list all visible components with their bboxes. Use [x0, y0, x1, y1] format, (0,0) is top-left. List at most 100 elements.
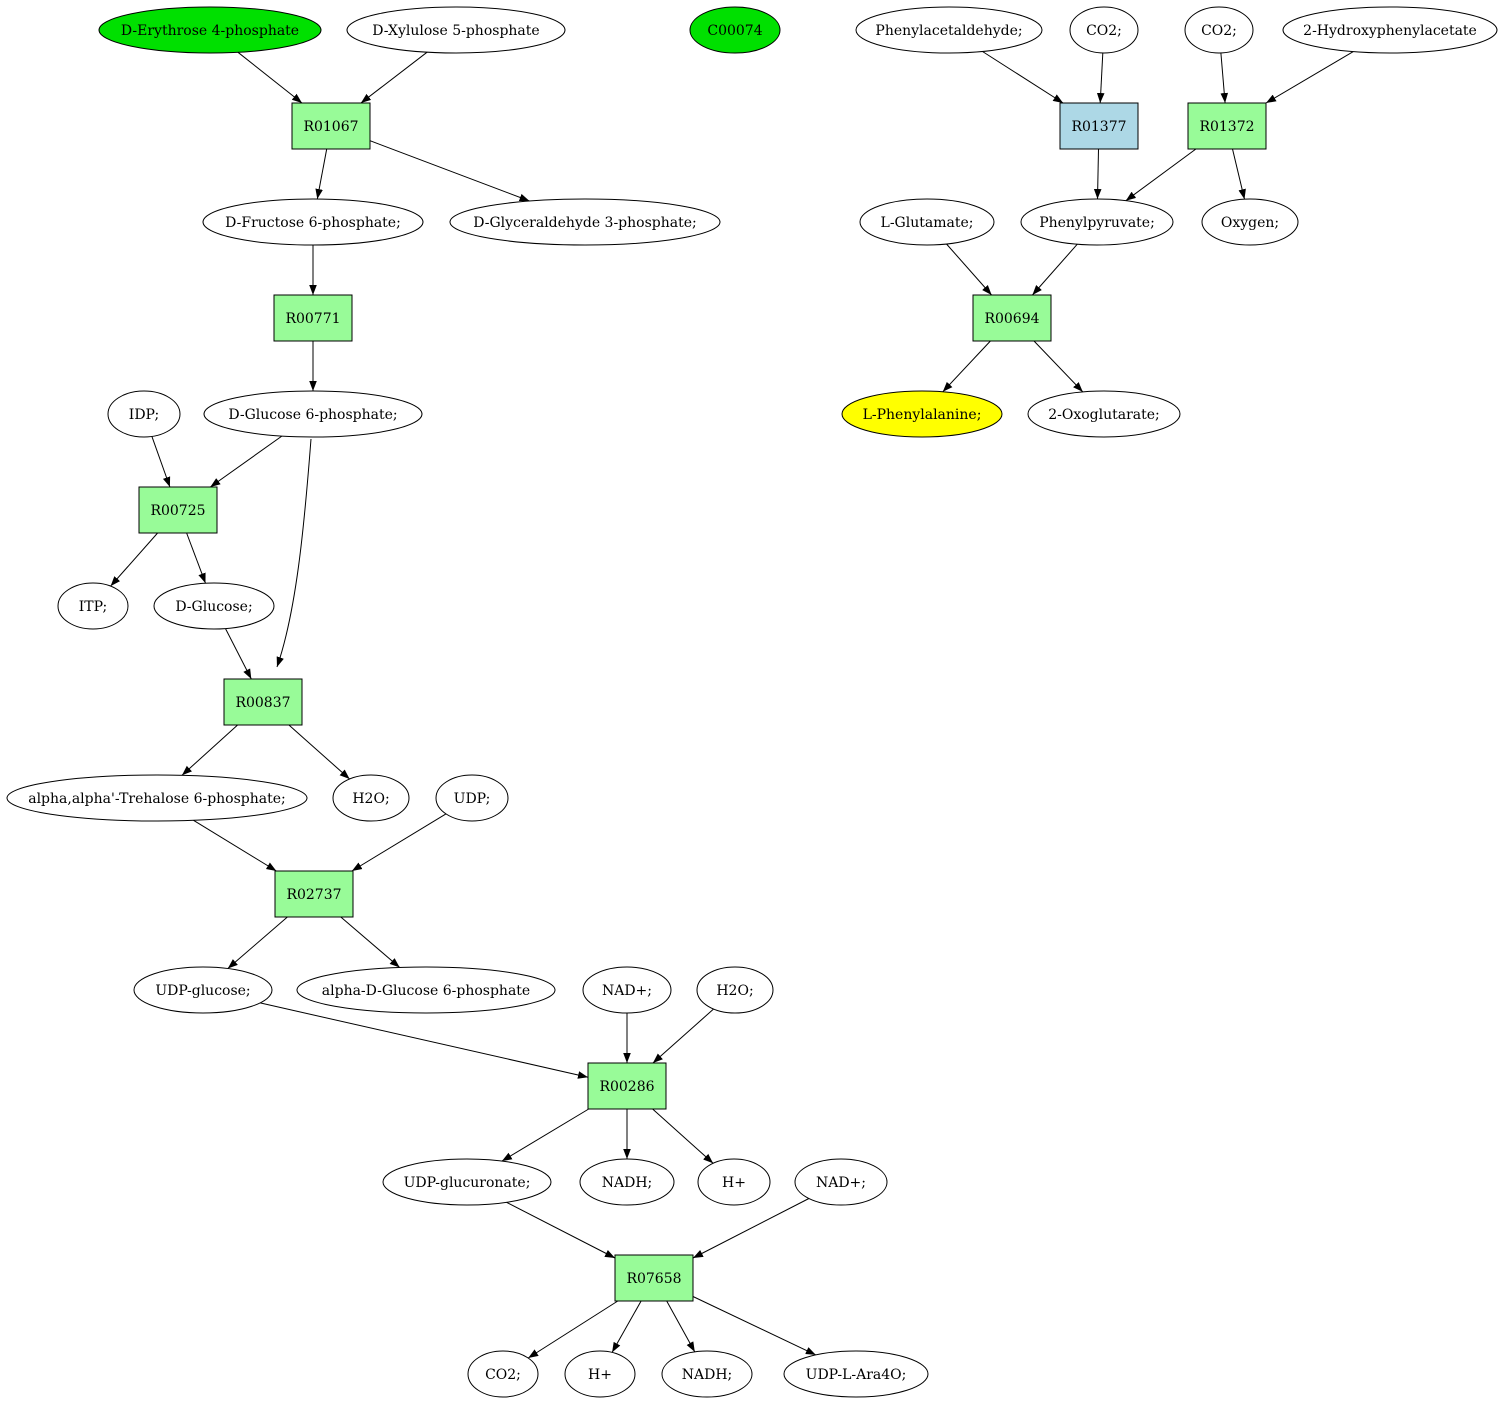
node-label: D-Fructose 6-phosphate; — [225, 215, 401, 231]
reaction-box — [1059, 102, 1139, 150]
compound-node-erythrose4p[interactable]: D-Erythrose 4-phosphate — [98, 6, 322, 54]
compound-node-hplus_b[interactable]: H+ — [564, 1350, 636, 1398]
node-label: C00074 — [707, 23, 762, 39]
compound-node-co2_b[interactable]: CO2; — [1184, 6, 1254, 54]
reaction-node-r00694[interactable]: R00694 — [972, 294, 1052, 342]
compound-ellipse — [1282, 6, 1498, 54]
compound-ellipse — [1201, 198, 1299, 246]
compound-node-oxygen[interactable]: Oxygen; — [1201, 198, 1299, 246]
node-label: R00771 — [285, 311, 340, 327]
reaction-box — [1187, 102, 1267, 150]
node-label: H2O; — [352, 791, 389, 807]
reaction-node-r00837[interactable]: R00837 — [223, 678, 303, 726]
compound-ellipse — [564, 1350, 636, 1398]
edge-udpglucuronate-to-r07658 — [506, 1201, 616, 1259]
compound-node-glucose[interactable]: D-Glucose; — [153, 582, 275, 630]
compound-node-oxoglutarate[interactable]: 2-Oxoglutarate; — [1027, 390, 1181, 438]
compound-node-fructose6p[interactable]: D-Fructose 6-phosphate; — [202, 198, 424, 246]
compound-ellipse — [107, 390, 181, 438]
edge-co2_b-to-r01372 — [1220, 52, 1229, 104]
compound-node-itp[interactable]: ITP; — [57, 582, 129, 630]
compound-node-nad_a[interactable]: NAD+; — [582, 966, 672, 1014]
node-label: NADH; — [602, 1175, 653, 1191]
edge-r01377-to-phenylpyruvate — [1093, 148, 1102, 200]
edge-glucose6p-to-r00837 — [276, 438, 312, 668]
reaction-node-r01372[interactable]: R01372 — [1187, 102, 1267, 150]
compound-node-nad_b[interactable]: NAD+; — [794, 1158, 888, 1206]
compound-ellipse — [202, 198, 424, 246]
compound-node-co2_c[interactable]: CO2; — [467, 1350, 539, 1398]
edge-r01372-to-phenylpyruvate — [1125, 148, 1197, 202]
node-label: R01377 — [1071, 119, 1126, 135]
edge-r00837-to-h2o_a — [288, 724, 350, 780]
edge-r01372-to-oxygen — [1232, 148, 1246, 200]
compound-node-glyceraldehyde3p[interactable]: D-Glyceraldehyde 3-phosphate; — [449, 198, 721, 246]
compound-node-udparaa4o[interactable]: UDP-L-Ara4O; — [783, 1350, 929, 1398]
node-label: UDP-L-Ara4O; — [806, 1367, 907, 1383]
node-label: R00837 — [235, 695, 290, 711]
compound-node-udpglucose[interactable]: UDP-glucose; — [133, 966, 273, 1014]
compound-node-hydroxyphenylacetate[interactable]: 2-Hydroxyphenylacetate — [1282, 6, 1498, 54]
compound-node-xylulose5p[interactable]: D-Xylulose 5-phosphate — [346, 6, 566, 54]
compound-ellipse — [449, 198, 721, 246]
compound-node-h2o_b[interactable]: H2O; — [696, 966, 774, 1014]
compound-ellipse — [1069, 6, 1139, 54]
compound-ellipse — [859, 198, 995, 246]
compound-ellipse — [382, 1158, 552, 1206]
node-label: D-Xylulose 5-phosphate — [372, 23, 539, 39]
reaction-node-r07658[interactable]: R07658 — [614, 1254, 694, 1302]
compound-node-idp[interactable]: IDP; — [107, 390, 181, 438]
compound-node-glutamate[interactable]: L-Glutamate; — [859, 198, 995, 246]
node-label: UDP-glucose; — [155, 983, 250, 999]
compound-node-hplus_a[interactable]: H+ — [697, 1158, 771, 1206]
compound-node-c00074[interactable]: C00074 — [689, 6, 781, 54]
compound-node-nadh_a[interactable]: NADH; — [579, 1158, 675, 1206]
edge-trehalose6p-to-r02737 — [193, 819, 277, 872]
compound-ellipse — [203, 390, 423, 438]
compound-node-phenylpyruvate[interactable]: Phenylpyruvate; — [1020, 198, 1174, 246]
reaction-node-r00771[interactable]: R00771 — [273, 294, 353, 342]
compound-node-co2_a[interactable]: CO2; — [1069, 6, 1139, 54]
compound-ellipse — [57, 582, 129, 630]
compound-node-nadh_b[interactable]: NADH; — [661, 1350, 753, 1398]
edge-layer — [110, 51, 1354, 1359]
compound-node-udp[interactable]: UDP; — [435, 774, 509, 822]
compound-node-udpglucuronate[interactable]: UDP-glucuronate; — [382, 1158, 552, 1206]
reaction-node-r00286[interactable]: R00286 — [587, 1062, 667, 1110]
node-label: Oxygen; — [1221, 215, 1279, 231]
edge-r07658-to-hplus_b — [611, 1300, 642, 1353]
edge-r00725-to-itp — [110, 532, 158, 587]
compound-node-phenylacetaldehyde[interactable]: Phenylacetaldehyde; — [855, 6, 1043, 54]
compound-ellipse — [1020, 198, 1174, 246]
node-label: 2-Oxoglutarate; — [1048, 407, 1160, 423]
edge-hydroxyphenylacetate-to-r01372 — [1265, 51, 1354, 104]
node-label: H+ — [588, 1367, 612, 1383]
reaction-node-r01067[interactable]: R01067 — [291, 102, 371, 150]
edge-r02737-to-alphaglucose6p — [340, 916, 401, 968]
edge-r00837-to-trehalose6p — [181, 724, 238, 776]
node-label: NAD+; — [816, 1175, 866, 1191]
node-label: ITP; — [79, 599, 108, 615]
node-label: D-Erythrose 4-phosphate — [121, 23, 299, 39]
compound-node-glucose6p[interactable]: D-Glucose 6-phosphate; — [203, 390, 423, 438]
compound-ellipse — [841, 390, 1003, 438]
compound-ellipse — [1027, 390, 1181, 438]
node-label: UDP-glucuronate; — [404, 1175, 531, 1191]
node-label: 2-Hydroxyphenylacetate — [1303, 23, 1477, 39]
reaction-box — [138, 486, 218, 534]
edge-r07658-to-nadh_b — [666, 1300, 696, 1353]
compound-ellipse — [467, 1350, 539, 1398]
node-label: D-Glyceraldehyde 3-phosphate; — [473, 215, 696, 231]
node-label: Phenylacetaldehyde; — [875, 23, 1022, 39]
compound-node-h2o_a[interactable]: H2O; — [332, 774, 410, 822]
compound-node-trehalose6p[interactable]: alpha,alpha'-Trehalose 6-phosphate; — [6, 774, 308, 822]
reaction-node-r00725[interactable]: R00725 — [138, 486, 218, 534]
node-label: H+ — [722, 1175, 746, 1191]
compound-ellipse — [794, 1158, 888, 1206]
reaction-node-r02737[interactable]: R02737 — [274, 870, 354, 918]
node-label: D-Glucose 6-phosphate; — [228, 407, 397, 423]
reaction-box — [291, 102, 371, 150]
compound-node-phenylalanine[interactable]: L-Phenylalanine; — [841, 390, 1003, 438]
compound-node-alphaglucose6p[interactable]: alpha-D-Glucose 6-phosphate — [296, 966, 556, 1014]
reaction-node-r01377[interactable]: R01377 — [1059, 102, 1139, 150]
